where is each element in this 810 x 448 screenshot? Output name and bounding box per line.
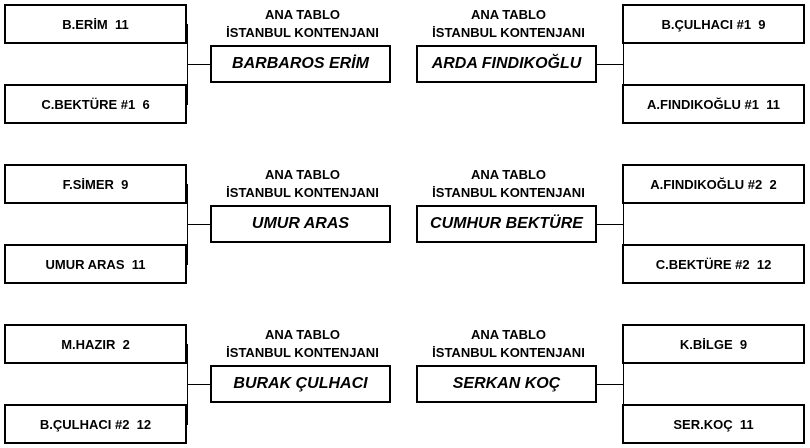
bracket-connector bbox=[187, 64, 211, 65]
header-line-2: İSTANBUL KONTENJANI bbox=[432, 185, 585, 200]
header-line-1: ANA TABLO bbox=[470, 7, 547, 22]
player-box-bottom: UMUR ARAS 11 bbox=[4, 244, 187, 284]
player-box-bottom: A.FINDIKOĞLU #1 11 bbox=[622, 84, 805, 124]
player-box-top: A.FINDIKOĞLU #2 2 bbox=[622, 164, 805, 204]
bracket-connector bbox=[623, 344, 624, 425]
match-header: ANA TABLO İSTANBUL KONTENJANI bbox=[418, 6, 599, 42]
winner-box: BARBAROS ERİM bbox=[210, 45, 391, 83]
bracket-connector bbox=[187, 384, 211, 385]
bracket-connector bbox=[187, 224, 211, 225]
header-line-1: ANA TABLO bbox=[264, 7, 341, 22]
player-box-bottom: B.ÇULHACI #2 12 bbox=[4, 404, 187, 444]
winner-box: CUMHUR BEKTÜRE bbox=[416, 205, 597, 243]
match-header: ANA TABLO İSTANBUL KONTENJANI bbox=[418, 166, 599, 202]
winner-box: BURAK ÇULHACI bbox=[210, 365, 391, 403]
player-box-top: B.ERİM 11 bbox=[4, 4, 187, 44]
player-box-bottom: SER.KOÇ 11 bbox=[622, 404, 805, 444]
bracket-connector bbox=[597, 384, 623, 385]
header-line-2: İSTANBUL KONTENJANI bbox=[226, 185, 379, 200]
bracket-connector bbox=[597, 64, 623, 65]
winner-box: SERKAN KOÇ bbox=[416, 365, 597, 403]
header-line-2: İSTANBUL KONTENJANI bbox=[432, 345, 585, 360]
player-box-top: M.HAZIR 2 bbox=[4, 324, 187, 364]
player-box-bottom: C.BEKTÜRE #2 12 bbox=[622, 244, 805, 284]
header-line-2: İSTANBUL KONTENJANI bbox=[226, 345, 379, 360]
player-box-top: F.SİMER 9 bbox=[4, 164, 187, 204]
header-line-1: ANA TABLO bbox=[470, 327, 547, 342]
winner-box: UMUR ARAS bbox=[210, 205, 391, 243]
bracket-connector bbox=[623, 24, 624, 105]
header-line-1: ANA TABLO bbox=[470, 167, 547, 182]
match-header: ANA TABLO İSTANBUL KONTENJANI bbox=[418, 326, 599, 362]
winner-box: ARDA FINDIKOĞLU bbox=[416, 45, 597, 83]
match-header: ANA TABLO İSTANBUL KONTENJANI bbox=[212, 166, 393, 202]
header-line-2: İSTANBUL KONTENJANI bbox=[226, 25, 379, 40]
player-box-bottom: C.BEKTÜRE #1 6 bbox=[4, 84, 187, 124]
match-header: ANA TABLO İSTANBUL KONTENJANI bbox=[212, 6, 393, 42]
player-box-top: K.BİLGE 9 bbox=[622, 324, 805, 364]
header-line-1: ANA TABLO bbox=[264, 327, 341, 342]
bracket-connector bbox=[597, 224, 623, 225]
header-line-2: İSTANBUL KONTENJANI bbox=[432, 25, 585, 40]
player-box-top: B.ÇULHACI #1 9 bbox=[622, 4, 805, 44]
match-header: ANA TABLO İSTANBUL KONTENJANI bbox=[212, 326, 393, 362]
header-line-1: ANA TABLO bbox=[264, 167, 341, 182]
bracket-connector bbox=[623, 184, 624, 265]
